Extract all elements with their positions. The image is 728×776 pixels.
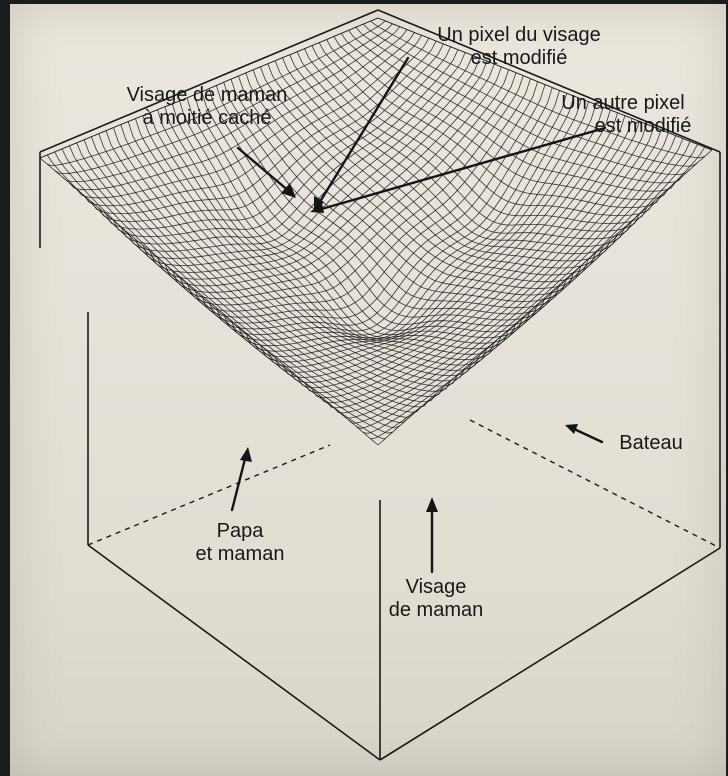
label-visage-maman: Visage de maman	[376, 576, 496, 622]
mesh-line	[69, 146, 407, 423]
mesh-line	[327, 130, 662, 408]
cube-edge-top-left	[40, 10, 378, 152]
label-pixel-modifie-line1: Un pixel du visage	[404, 24, 634, 47]
label-autre-pixel-line2: est modifié	[528, 115, 718, 138]
mesh-line	[305, 121, 640, 392]
mesh-surface	[40, 18, 712, 445]
label-papa-maman-line2: et maman	[180, 543, 300, 566]
label-bateau-text: Bateau	[606, 432, 696, 455]
label-autre-pixel-line1: Un autre pixel	[528, 92, 718, 115]
label-visage-cache: Visage de maman à moitié caché	[92, 84, 322, 130]
label-papa-maman: Papa et maman	[180, 520, 300, 566]
mesh-line	[62, 149, 400, 428]
mesh-line	[290, 116, 625, 383]
mesh-line	[297, 52, 632, 239]
label-autre-pixel: Un autre pixel est modifié	[528, 92, 718, 138]
label-visage-cache-line1: Visage de maman	[92, 84, 322, 107]
label-visage-cache-line2: à moitié caché	[92, 107, 322, 130]
arrow-bateau	[572, 428, 602, 442]
mesh-line	[91, 137, 428, 407]
mesh-line	[121, 125, 458, 387]
mesh-line	[319, 127, 654, 403]
mesh-line	[40, 158, 378, 445]
mesh-line	[165, 107, 502, 354]
cube-edge-bottom-left	[88, 545, 380, 760]
label-papa-maman-line1: Papa	[180, 520, 300, 543]
arrowhead-visage-maman	[426, 497, 438, 512]
mesh-line	[349, 139, 683, 424]
label-visage-maman-line1: Visage	[376, 576, 496, 599]
mesh-line	[363, 144, 697, 433]
label-pixel-modifie-line2: est modifié	[404, 47, 634, 70]
label-bateau: Bateau	[606, 432, 696, 455]
label-pixel-modifie: Un pixel du visage est modifié	[404, 24, 634, 70]
mesh-line	[187, 98, 523, 338]
mesh-line	[55, 152, 393, 433]
arrow-papa-maman	[232, 455, 246, 510]
arrowhead-papa-maman	[240, 447, 252, 462]
label-visage-maman-line2: de maman	[376, 599, 496, 622]
